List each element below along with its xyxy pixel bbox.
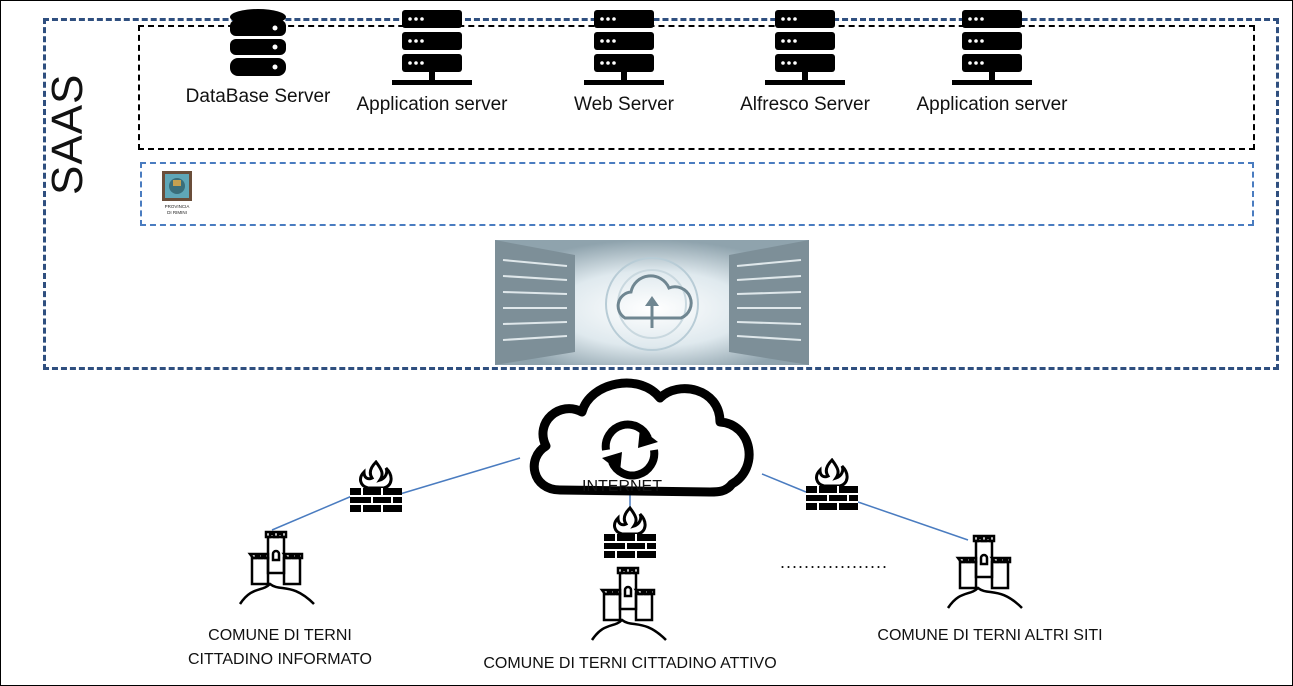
- server-rack-icon: [392, 10, 472, 85]
- site-label-informato: COMUNE DI TERNI CITTADINO INFORMATO: [160, 624, 400, 672]
- server-web: Web Server: [524, 8, 724, 123]
- firewall-icon: [806, 458, 858, 510]
- server-application-2: Application server: [892, 8, 1092, 123]
- servers-group: [138, 25, 1255, 150]
- server-database: DataBase Server: [158, 8, 358, 123]
- link-internet-to-firewall-left: [399, 457, 521, 495]
- saas-region: [43, 18, 1279, 370]
- server-label: Application server: [356, 94, 508, 115]
- sync-icon: [601, 420, 659, 480]
- server-alfresco: Alfresco Server: [705, 8, 905, 123]
- castle-icon: [946, 534, 1023, 609]
- site-label-line: CITTADINO INFORMATO: [188, 651, 372, 668]
- server-label: Alfresco Server: [740, 94, 870, 115]
- provincia-rimini-logo: PROVINCIA DI RIMINI: [162, 171, 192, 215]
- datacenter-cloud-image: [495, 240, 809, 365]
- castle-icon: [238, 530, 315, 605]
- tenant-logo-group: [140, 162, 1254, 226]
- server-label: Web Server: [574, 94, 674, 115]
- castle-icon: [590, 566, 667, 641]
- firewall-icon: [604, 506, 656, 558]
- database-icon: [230, 9, 286, 76]
- site-label-altri-siti: COMUNE DI TERNI ALTRI SITI: [877, 627, 1103, 644]
- link-internet-to-firewall-right: [761, 473, 807, 493]
- firewall-icon: [350, 460, 402, 512]
- more-sites-ellipsis: ..................: [780, 552, 889, 572]
- site-label-attivo: COMUNE DI TERNI CITTADINO ATTIVO: [483, 655, 777, 672]
- server-application-1: Application server: [332, 8, 532, 123]
- svg-text:PROVINCIA: PROVINCIA: [165, 204, 190, 209]
- link-firewall-to-site-right: [857, 501, 969, 541]
- server-label: Application server: [916, 94, 1068, 115]
- site-label-line: COMUNE DI TERNI: [208, 627, 352, 644]
- server-rack-icon: [765, 10, 845, 85]
- link-firewall-to-site-left: [271, 495, 353, 531]
- server-rack-icon: [952, 10, 1032, 85]
- server-rack-icon: [584, 10, 664, 85]
- svg-text:DI RIMINI: DI RIMINI: [167, 210, 187, 215]
- internet-label: INTERNET: [582, 478, 662, 495]
- server-label: DataBase Server: [185, 86, 331, 107]
